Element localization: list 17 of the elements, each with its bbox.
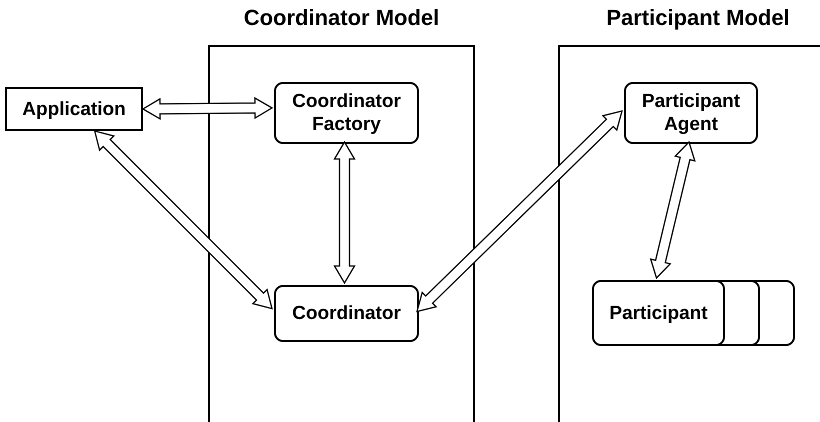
group-heading: Coordinator Model <box>242 5 440 31</box>
node-label: Participant Agent <box>640 90 742 136</box>
rounded-box <box>274 285 419 342</box>
node-label: Participant <box>609 302 708 324</box>
double-arrow <box>650 140 696 280</box>
rounded-box <box>274 82 419 144</box>
node-label: Coordinator <box>292 302 401 325</box>
node-label: Application <box>22 98 126 120</box>
rounded-box <box>592 280 725 346</box>
rounded-box <box>624 82 758 144</box>
group-heading: Participant Model <box>605 5 791 31</box>
double-arrow <box>416 110 623 312</box>
double-arrow <box>333 140 356 284</box>
node-label: Coordinator Factory <box>291 90 402 136</box>
double-arrow <box>142 96 274 120</box>
double-arrow <box>94 130 273 310</box>
process-box <box>5 87 143 131</box>
